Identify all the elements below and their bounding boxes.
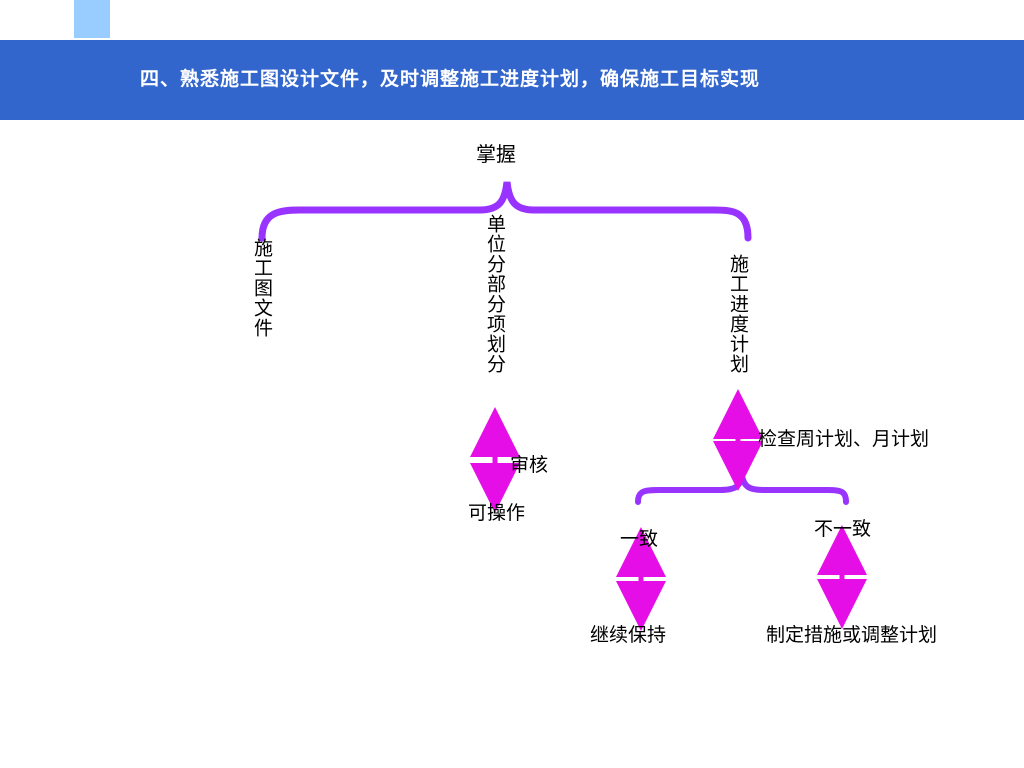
node-review: 审核 [510,454,549,476]
node-schedule: 施工进度计划 [727,254,749,374]
node-check: 检查周计划、月计划 [758,428,930,450]
node-division: 单位分部分项划分 [484,214,506,374]
title-banner [0,40,1024,120]
node-maintain: 继续保持 [590,624,667,646]
node-inconsistent: 不一致 [814,518,872,540]
slide-title: 四、熟悉施工图设计文件，及时调整施工进度计划，确保施工目标实现 [140,68,761,90]
node-consistent: 一致 [620,528,659,550]
top-brace [258,181,752,242]
deco-square-1 [74,0,110,38]
lower-brace [635,475,849,505]
node-master: 掌握 [476,142,516,166]
node-adjust: 制定措施或调整计划 [766,624,938,646]
node-drawings: 施工图文件 [251,238,273,338]
node-operable: 可操作 [468,502,526,524]
